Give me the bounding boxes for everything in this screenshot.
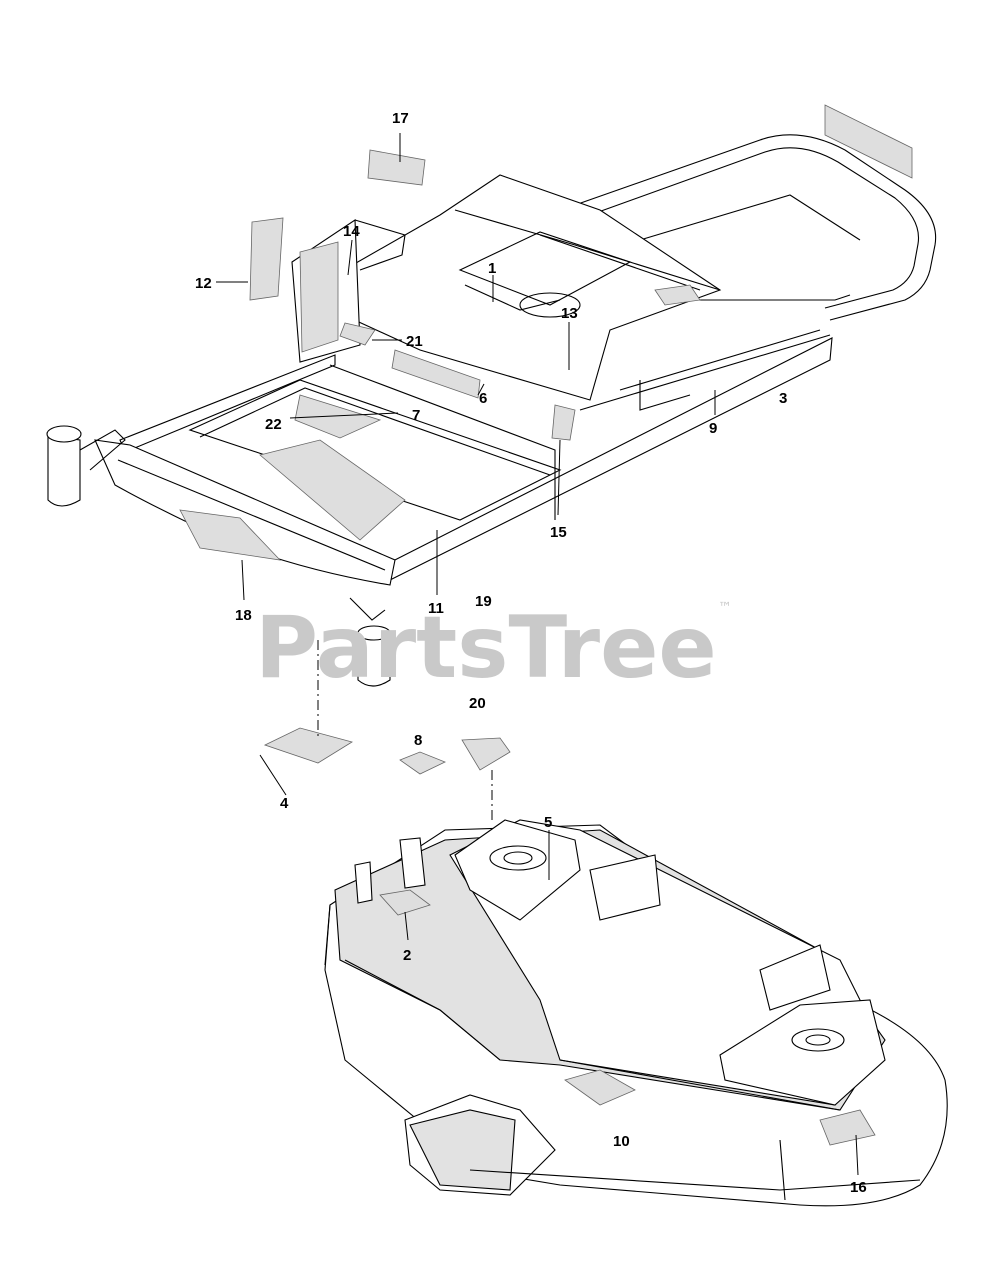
- callout-20: 20: [469, 695, 486, 712]
- callout-4: 4: [280, 795, 289, 812]
- callout-10: 10: [613, 1133, 630, 1150]
- decal-6: [391, 349, 481, 399]
- watermark-trademark: ™: [718, 600, 732, 616]
- decal-deck: [564, 1069, 636, 1106]
- callout-19: 19: [475, 593, 492, 610]
- callout-17: 17: [392, 110, 409, 127]
- callout-15: 15: [550, 524, 567, 541]
- decal-floor: [259, 439, 406, 541]
- mower-deck: [324, 819, 948, 1207]
- callout-6: 6: [479, 390, 487, 407]
- callout-12: 12: [195, 275, 212, 292]
- callout-14: 14: [343, 223, 360, 240]
- decal-7: [294, 394, 382, 439]
- decal-8: [399, 751, 446, 775]
- callout-9: 9: [709, 420, 717, 437]
- callout-11: 11: [428, 600, 444, 617]
- decal-2: [379, 889, 431, 916]
- decal-16: [819, 1109, 876, 1146]
- decal-4: [263, 727, 353, 764]
- callout-22: 22: [265, 416, 282, 433]
- callout-1: 1: [488, 260, 496, 277]
- decal-21: [339, 322, 376, 346]
- decal-12: [249, 217, 284, 301]
- callout-13: 13: [561, 305, 578, 322]
- decal-rear-right: [824, 104, 913, 179]
- watermark: PartsTree ™: [255, 598, 732, 698]
- callout-21: 21: [406, 333, 423, 350]
- decals: [179, 104, 913, 1146]
- callout-8: 8: [414, 732, 422, 749]
- decal-15: [551, 404, 576, 441]
- callout-2: 2: [403, 947, 411, 964]
- callout-18: 18: [235, 607, 252, 624]
- watermark-text: PartsTree: [255, 598, 717, 698]
- callout-16: 16: [850, 1179, 867, 1196]
- decal-18: [179, 509, 282, 561]
- decal-14: [299, 241, 339, 353]
- callout-labels: 1 2 3 4 5 6 7 8 9 10 11 12 13 14 15 16 1…: [195, 110, 867, 1196]
- callout-3: 3: [779, 390, 787, 407]
- callout-5: 5: [544, 814, 552, 831]
- decal-17: [367, 149, 426, 186]
- leader-lines: [216, 133, 859, 1176]
- decal-9: [654, 284, 701, 306]
- decal-20: [461, 737, 511, 771]
- callout-7: 7: [412, 407, 420, 424]
